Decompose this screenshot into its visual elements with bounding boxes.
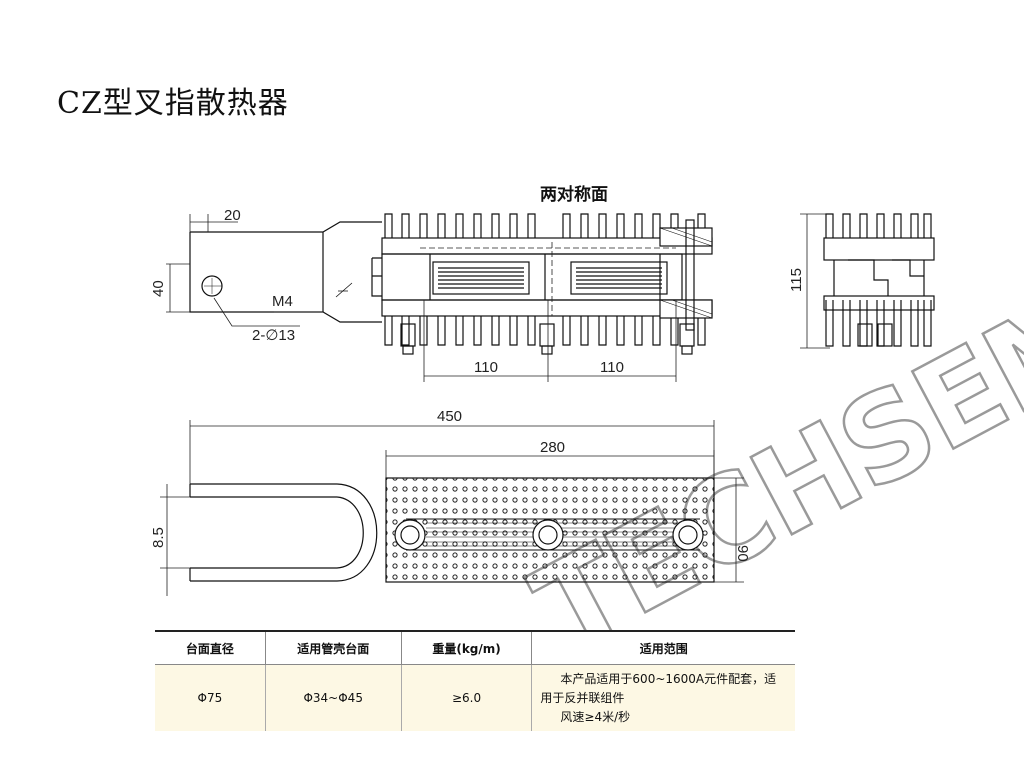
side-view [823,213,935,347]
dim-110-left: 110 [474,359,498,376]
top-fins [384,213,706,238]
watermark-text: TECHSEM [513,264,1024,681]
press-pack-left [432,261,530,295]
dim-m4: M4 [272,293,293,310]
dim-20: 20 [224,207,241,224]
dim-280: 280 [540,439,565,456]
cell-weight: ≥6.0 [401,664,533,731]
note-line: 用于反并联组件 [540,690,625,705]
note-line: 风速≥4米/秒 [560,709,631,724]
bolts [400,323,695,355]
spec-table: 台面直径 适用管壳台面 重量(kg/m) 适用范围 Φ75 Φ34~Φ45 ≥6… [155,630,795,731]
cell-diameter: Φ75 [155,664,266,731]
dim-115: 115 [788,268,805,292]
page-title: CZ型叉指散热器 [57,86,289,121]
top-view [189,477,715,583]
bottom-fins [384,316,706,346]
table-row: Φ75 Φ34~Φ45 ≥6.0 本产品适用于600~1600A元件配套，适 用… [155,664,795,731]
dim-90: 90 [734,545,751,562]
cell-application: 本产品适用于600~1600A元件配套，适 用于反并联组件 风速≥4米/秒 [531,664,795,731]
bolt-circle-left [394,519,426,551]
press-pack-right [570,261,668,295]
dim-40: 40 [150,280,167,297]
bolt-circle-right [672,519,704,551]
top-dimensions [160,420,744,596]
header-weight: 重量(kg/m) [401,630,533,665]
bolt-circle-middle [532,519,564,551]
cell-case-range: Φ34~Φ45 [265,664,402,731]
front-view [189,213,713,355]
dim-holes: 2-∅13 [252,327,295,344]
dim-450: 450 [437,408,462,425]
table-header-row: 台面直径 适用管壳台面 重量(kg/m) 适用范围 [155,630,795,665]
header-application: 适用范围 [531,630,795,665]
dim-8-5: 8.5 [150,527,167,548]
dim-110-right: 110 [600,359,624,376]
note-line: 本产品适用于600~1600A元件配套，适 [560,671,777,686]
view-label: 两对称面 [540,184,608,205]
front-dimensions [166,213,830,382]
header-diameter: 台面直径 [155,630,266,665]
header-case-range: 适用管壳台面 [265,630,402,665]
